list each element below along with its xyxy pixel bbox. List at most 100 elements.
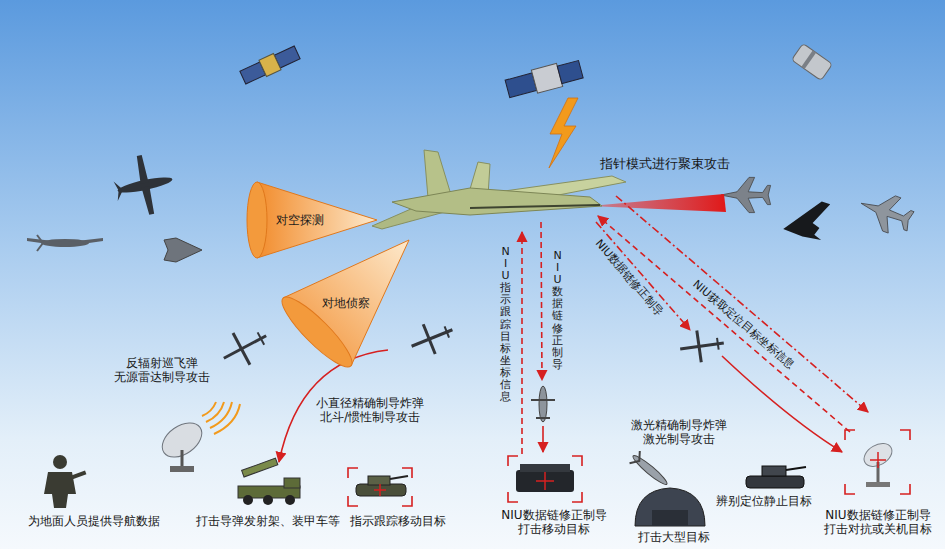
datalink-arrows-part <box>542 426 544 452</box>
satellite <box>504 58 584 101</box>
cone-label: 对空探测 <box>276 213 324 227</box>
sensor-cone: 对空探测 <box>245 180 380 260</box>
fighter-jet <box>721 177 771 212</box>
missile-launcher <box>238 458 300 505</box>
radar-emission-part <box>214 404 240 434</box>
anti-radiation-drone <box>215 320 274 374</box>
radar-emission-part <box>206 402 224 422</box>
static-tank-part <box>786 467 806 470</box>
target-caption: NIU数据链修正制导 打击移动目标 <box>494 508 614 537</box>
mode-note: 指针模式进行聚束攻击 <box>600 156 730 172</box>
moving-target <box>516 464 574 492</box>
missile-launcher-part <box>242 458 278 477</box>
anti-radiation-drone-part <box>233 333 250 365</box>
target-caption: 打击导弹发射架、装甲车等 <box>196 514 340 528</box>
laser-bomb-part <box>630 451 645 467</box>
large-target-part <box>635 488 705 526</box>
datalink-arrows-part <box>596 222 690 330</box>
f35-jet-part <box>855 186 917 239</box>
cone-label: 对地侦察 <box>322 296 370 310</box>
guided-bomb-part <box>536 417 550 419</box>
guided-bomb <box>531 386 555 422</box>
datalink-arrows-part <box>521 232 523 454</box>
loitering-drone-part <box>697 331 701 363</box>
target-caption: 为地面人员提供导航数据 <box>28 514 160 528</box>
global-hawk-part <box>135 155 155 215</box>
central-uav <box>372 150 626 229</box>
radar-target-part <box>870 452 886 468</box>
cone-shape-part <box>257 182 377 258</box>
predator-uav <box>27 235 103 251</box>
static-tank-part <box>746 476 804 488</box>
weapon-note: 激光精确制导炸弹 激光制导攻击 <box>625 418 733 447</box>
guided-bomb-part <box>531 399 555 401</box>
weapon-note: 反辐射巡飞弹 无源雷达制导攻击 <box>108 356 216 385</box>
datalink-arrows-part <box>541 222 542 380</box>
b2-bomber-part <box>780 200 835 245</box>
radar-target-part <box>860 439 896 471</box>
anti-radiation-drone-part <box>258 332 265 344</box>
large-target <box>635 488 705 526</box>
radar-target-part <box>866 482 890 487</box>
satellite-part <box>505 73 537 98</box>
missile-launcher-part <box>263 495 273 505</box>
radar-emission <box>202 402 240 434</box>
target-caption: NIU数据链修正制导 打击对抗或关机目标 <box>818 508 938 537</box>
tank-part <box>374 484 386 496</box>
radar-dish-part <box>181 450 184 468</box>
radar-dish-part <box>170 466 194 472</box>
central-uav-part <box>470 205 600 208</box>
datalink-arrows-part <box>722 356 842 452</box>
central-uav-part <box>424 150 452 198</box>
target-caption: 辨别定位静止目标 <box>716 494 812 508</box>
target-bracket-part <box>508 456 582 502</box>
guided-bomb-part <box>539 386 547 422</box>
x47-uav-part <box>164 238 202 262</box>
moving-target-part <box>516 470 574 492</box>
tank-part <box>390 476 408 479</box>
f35-jet <box>855 186 917 239</box>
cone-shape-part <box>247 182 267 258</box>
tank-part <box>356 484 406 496</box>
target-bracket-part <box>845 430 910 494</box>
loitering-drone-part <box>445 326 449 337</box>
target-caption: 打击大型目标 <box>638 530 710 544</box>
loitering-drone-part <box>717 338 719 350</box>
moving-target-part <box>536 472 554 490</box>
satellite-part <box>801 50 816 69</box>
attack-beam <box>590 194 726 212</box>
tank <box>356 476 408 496</box>
satellite-part <box>792 43 833 80</box>
link-label: NIU数据链修正制导 <box>552 250 563 371</box>
moving-target-part <box>520 464 570 472</box>
radar-target <box>860 439 896 487</box>
static-tank-part <box>762 466 786 476</box>
missile-launcher-part <box>284 478 300 488</box>
global-hawk-part <box>114 180 124 201</box>
laser-bomb-part <box>631 453 670 487</box>
soldier <box>44 455 86 508</box>
static-tank <box>746 466 806 488</box>
tank-part <box>368 476 390 485</box>
target-caption: 指示跟踪移动目标 <box>350 514 446 528</box>
loitering-drone-part <box>423 324 435 354</box>
missile-launcher-part <box>243 495 253 505</box>
target-bracket <box>348 430 910 506</box>
cone-shape-part <box>283 240 409 366</box>
satellite <box>792 43 833 80</box>
radar-dish <box>156 416 208 472</box>
datalink-bolt <box>549 98 578 168</box>
weapon-note: 小直径精确制导炸弹 北斗/惯性制导攻击 <box>310 396 430 425</box>
b2-bomber <box>780 200 835 245</box>
loitering-drone <box>406 315 459 361</box>
satellite <box>239 44 301 86</box>
soldier-part <box>53 455 67 469</box>
predator-uav-part <box>27 238 103 246</box>
sensor-cone: 对地侦察 <box>281 236 417 372</box>
fighter-jet-part <box>721 177 771 212</box>
datalink-arrows-part <box>598 216 850 432</box>
central-uav-part <box>392 188 602 215</box>
laser-bomb <box>628 450 672 491</box>
